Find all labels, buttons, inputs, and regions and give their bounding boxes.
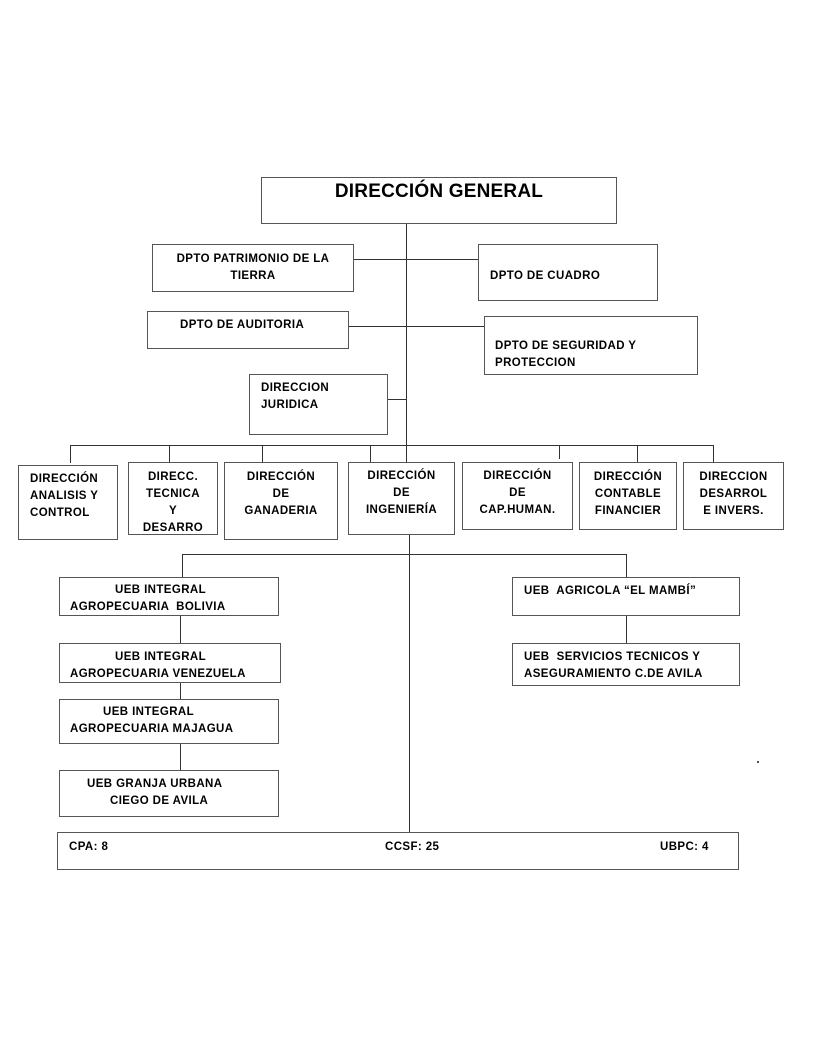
ueb-bus-line [182, 554, 627, 555]
dpto-seguridad-line2: PROTECCION [495, 357, 576, 369]
drop-ueb-left [182, 554, 183, 578]
dpto-seguridad-line1: DPTO DE SEGURIDAD Y [495, 340, 637, 352]
directions-bus-line [70, 445, 714, 446]
ueb-label-line: ASEGURAMIENTO C.DE AVILA [524, 668, 703, 680]
direction-label-line: DE [509, 487, 526, 499]
direction-label-line: DE [272, 488, 290, 500]
direction-label-line: CONTABLE [594, 488, 662, 500]
dpto-auditoria-label: DPTO DE AUDITORIA [180, 319, 305, 331]
direction-label-line: DIRECCIÓN [367, 470, 436, 482]
direction-label-line: DIRECCIÓN [593, 471, 663, 483]
ueb-label-line: AGROPECUARIA MAJAGUA [70, 723, 234, 735]
connector-auditoria-seguridad [348, 326, 484, 327]
direccion-general-box: DIRECCIÓN GENERAL [261, 177, 617, 224]
direction-label-line: DE [393, 487, 410, 499]
connector-juridica [387, 399, 407, 400]
dpto-auditoria-box: DPTO DE AUDITORIA [147, 311, 349, 349]
dpto-seguridad-box: DPTO DE SEGURIDAD Y PROTECCION [484, 316, 698, 375]
ueb-label-line: AGROPECUARIA BOLIVIA [70, 601, 226, 613]
lower-trunk-line [409, 535, 410, 832]
drop-direction-6 [637, 445, 638, 462]
ueb-majagua-box: UEB INTEGRAL AGROPECUARIA MAJAGUA [59, 699, 279, 744]
connector-majagua-granja [180, 743, 181, 771]
ueb-label-line: CIEGO DE AVILA [110, 795, 209, 807]
direccion-ganaderia-box: DIRECCIÓN DE GANADERIA [224, 462, 338, 540]
ueb-bolivia-box: UEB INTEGRAL AGROPECUARIA BOLIVIA [59, 577, 279, 616]
ueb-label-line: UEB INTEGRAL [103, 706, 195, 718]
ueb-el-mambi-box: UEB AGRICOLA “EL MAMBÍ” [512, 577, 740, 616]
direccion-juridica-box: DIRECCION JURIDICA [249, 374, 388, 435]
direccion-juridica-line2: JURIDICA [261, 399, 319, 411]
dpto-patrimonio-line2: TIERRA [230, 270, 276, 282]
dpto-patrimonio-box: DPTO PATRIMONIO DE LA TIERRA [152, 244, 354, 292]
trunk-to-ingenieria [406, 445, 407, 462]
ueb-label-line: UEB GRANJA URBANA [87, 778, 223, 790]
ueb-granja-urbana-box: UEB GRANJA URBANA CIEGO DE AVILA [59, 770, 279, 817]
direction-label-line: DIRECCIÓN [30, 473, 99, 485]
connector-bolivia-venezuela [180, 616, 181, 643]
connector-patrimonio-cuadro [353, 259, 479, 260]
ubpc-count: UBPC: 4 [660, 841, 709, 853]
stray-dot [757, 761, 759, 763]
ueb-label-line: UEB AGRICOLA “EL MAMBÍ” [524, 585, 697, 597]
direccion-contable-financiera-box: DIRECCIÓN CONTABLE FINANCIER [579, 462, 677, 530]
direction-label-line: DIRECC. [147, 471, 199, 483]
drop-direction-7 [713, 445, 714, 462]
direction-label-line: INGENIERÍA [365, 504, 438, 516]
direccion-tecnica-desarrollo-box: DIRECC. TECNICA Y DESARRO [128, 462, 218, 535]
direction-label-line: DIRECCION [699, 471, 768, 483]
direction-label-line: TECNICA [146, 488, 200, 500]
direction-label-line: DIRECCIÓN [483, 470, 552, 482]
direccion-analisis-control-box: DIRECCIÓN ANALISIS Y CONTROL [18, 465, 118, 540]
drop-ueb-right [626, 554, 627, 578]
direction-label-line: Y [168, 505, 178, 517]
connector-venezuela-majagua [180, 682, 181, 700]
ueb-servicios-tecnicos-box: UEB SERVICIOS TECNICOS Y ASEGURAMIENTO C… [512, 643, 740, 686]
direccion-desarrollo-inversiones-box: DIRECCION DESARROL E INVERS. [683, 462, 784, 530]
drop-direction-3 [262, 445, 263, 462]
direccion-ingenieria-box: DIRECCIÓN DE INGENIERÍA [348, 462, 455, 535]
ueb-venezuela-box: UEB INTEGRAL AGROPECUARIA VENEZUELA [59, 643, 281, 683]
direccion-cap-human-box: DIRECCIÓN DE CAP.HUMAN. [462, 462, 573, 530]
drop-direction-4 [370, 445, 371, 462]
main-trunk-line [406, 223, 407, 446]
ueb-label-line: UEB INTEGRAL [115, 651, 207, 663]
drop-direction-1 [70, 445, 71, 463]
direccion-juridica-line1: DIRECCION [261, 382, 330, 394]
dpto-cuadro-box: DPTO DE CUADRO [478, 244, 658, 301]
drop-direction-2 [169, 445, 170, 462]
direction-label-line: E INVERS. [703, 505, 764, 517]
direction-label-line: ANALISIS Y [30, 490, 99, 502]
direction-label-line: FINANCIER [594, 505, 662, 517]
summary-counts-box: CPA: 8 CCSF: 25 UBPC: 4 [57, 832, 739, 870]
direction-label-line: DESARRO [142, 522, 204, 534]
ueb-label-line: UEB SERVICIOS TECNICOS Y [524, 651, 701, 663]
direccion-general-title: DIRECCIÓN GENERAL [334, 181, 544, 202]
ccsf-count: CCSF: 25 [385, 841, 440, 853]
direction-label-line: DIRECCIÓN [246, 471, 316, 483]
direction-label-line: GANADERIA [244, 505, 318, 517]
ueb-label-line: AGROPECUARIA VENEZUELA [70, 668, 246, 680]
connector-mambi-servicios [626, 615, 627, 644]
dpto-patrimonio-line1: DPTO PATRIMONIO DE LA [176, 253, 330, 265]
drop-direction-5 [559, 445, 560, 459]
cpa-count: CPA: 8 [69, 841, 109, 853]
direction-label-line: CONTROL [30, 507, 90, 519]
dpto-cuadro-label: DPTO DE CUADRO [490, 270, 601, 282]
direction-label-line: CAP.HUMAN. [479, 504, 556, 516]
ueb-label-line: UEB INTEGRAL [115, 584, 207, 596]
direction-label-line: DESARROL [699, 488, 768, 500]
